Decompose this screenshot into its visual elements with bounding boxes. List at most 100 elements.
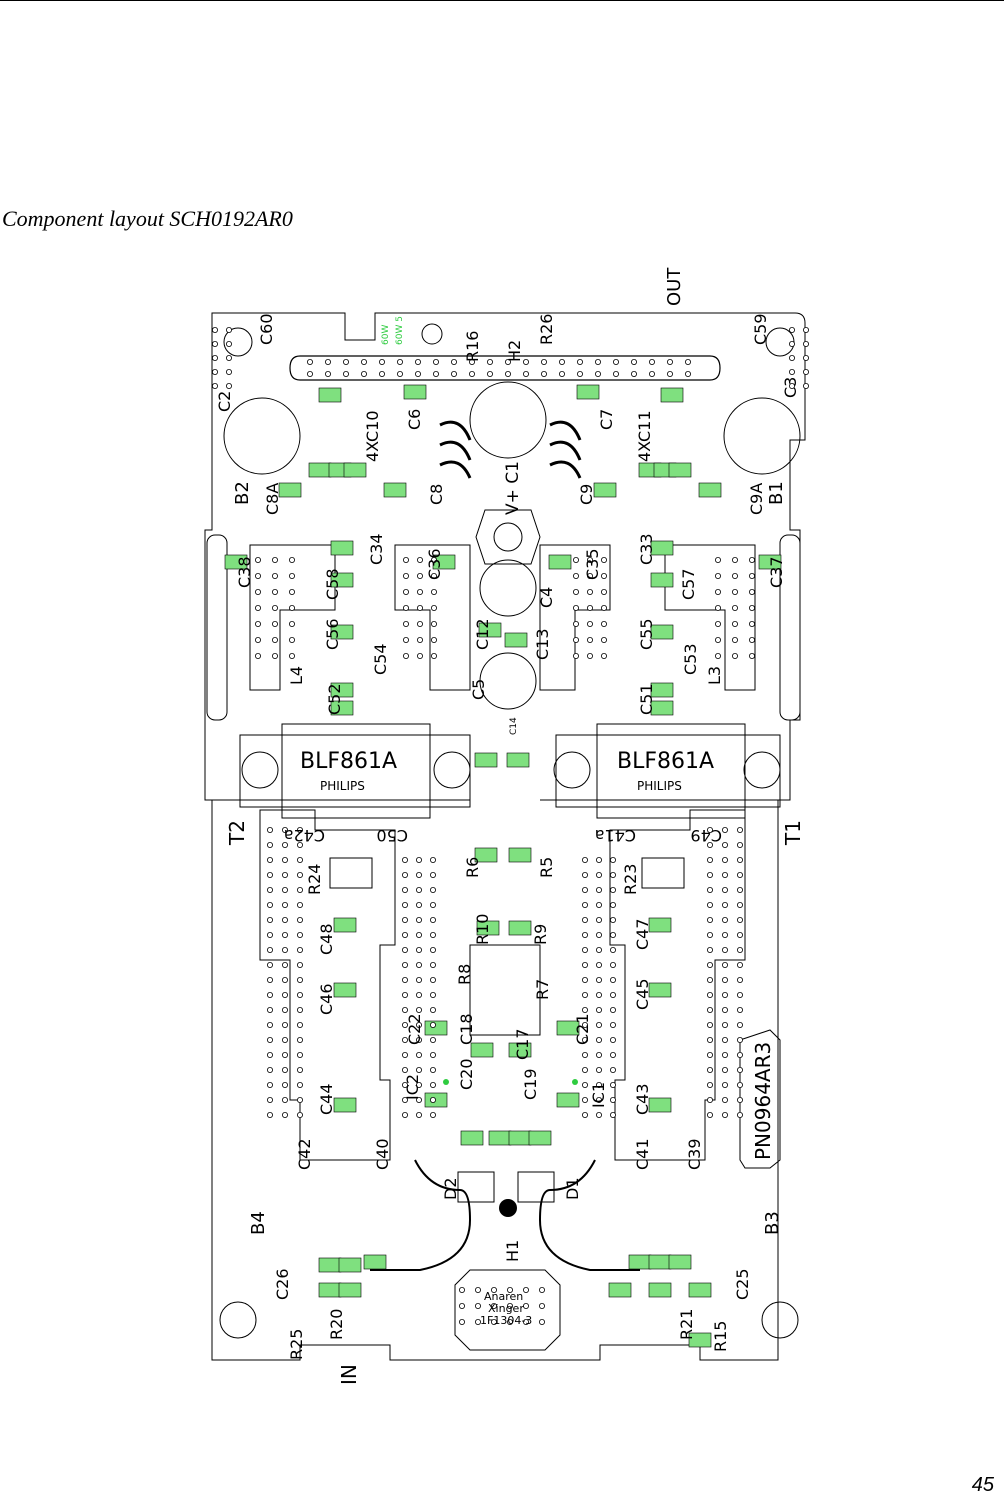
via (582, 1082, 589, 1089)
via (296, 887, 303, 894)
via (396, 358, 403, 365)
right-edge-strip (779, 534, 801, 721)
via (732, 589, 739, 596)
via (271, 653, 278, 660)
via (296, 842, 303, 849)
via (582, 1007, 589, 1014)
via (401, 992, 408, 999)
smd-pad (343, 462, 367, 478)
via (737, 1007, 744, 1014)
via (266, 947, 273, 954)
via (416, 605, 423, 612)
via (539, 1303, 546, 1310)
smd-pad (330, 700, 354, 716)
via (582, 1052, 589, 1059)
via (306, 370, 313, 377)
via (582, 902, 589, 909)
via (601, 589, 608, 596)
label-r7: R7 (533, 979, 552, 1000)
screw-t1-left (553, 751, 591, 789)
via (596, 857, 603, 864)
via (722, 887, 729, 894)
label-c11: 4XC11 (635, 410, 654, 462)
via (296, 1097, 303, 1104)
via (254, 557, 261, 564)
via (749, 589, 756, 596)
via (601, 573, 608, 580)
label-r10: R10 (473, 914, 492, 945)
via (631, 370, 638, 377)
label-c42: C42 (295, 1138, 314, 1170)
label-c39: C39 (685, 1138, 704, 1170)
label-ic2: IC2 (403, 1074, 422, 1100)
via (596, 1007, 603, 1014)
label-c21: C21 (573, 1013, 592, 1045)
via (504, 358, 511, 365)
via (486, 370, 493, 377)
via (415, 992, 422, 999)
via (414, 370, 421, 377)
via (429, 1037, 436, 1044)
via (803, 326, 810, 333)
label-c43: C43 (633, 1083, 652, 1115)
via (610, 932, 617, 939)
label-c51: C51 (637, 683, 656, 715)
via (722, 1067, 729, 1074)
label-c56: C56 (323, 618, 342, 650)
part-number-badge (739, 1029, 781, 1169)
via (582, 1067, 589, 1074)
via (225, 340, 232, 347)
via (296, 917, 303, 924)
via (573, 557, 580, 564)
via (722, 1037, 729, 1044)
via (281, 1052, 288, 1059)
via (722, 857, 729, 864)
via (715, 621, 722, 628)
via (415, 887, 422, 894)
label-c35: C35 (583, 548, 602, 580)
via (582, 1097, 589, 1104)
smd-pad (648, 917, 672, 933)
via (281, 887, 288, 894)
via (288, 605, 295, 612)
via (211, 326, 218, 333)
ic1-pin1-dot (572, 1079, 578, 1085)
via (378, 370, 385, 377)
via (596, 917, 603, 924)
via (415, 1082, 422, 1089)
smd-pad (660, 387, 684, 403)
via (415, 917, 422, 924)
via (582, 932, 589, 939)
smd-pad (333, 982, 357, 998)
via (429, 932, 436, 939)
smd-pad (648, 1254, 672, 1270)
via (416, 589, 423, 596)
screw-t2-left (241, 751, 279, 789)
via (429, 1082, 436, 1089)
smd-pad (506, 752, 530, 768)
via (707, 857, 714, 864)
via (281, 977, 288, 984)
via (601, 605, 608, 612)
diode-d2 (457, 1171, 495, 1203)
label-c41a: C41a (595, 826, 636, 845)
smd-pad (508, 847, 532, 863)
via (613, 358, 620, 365)
via (225, 382, 232, 389)
via (266, 977, 273, 984)
via (737, 962, 744, 969)
via (685, 358, 692, 365)
smd-pad (650, 624, 674, 640)
via (401, 917, 408, 924)
via (402, 653, 409, 660)
via (401, 1112, 408, 1119)
via (613, 370, 620, 377)
via (266, 887, 273, 894)
right-pour (609, 809, 746, 1161)
t1-maker: PHILIPS (637, 779, 682, 793)
via (490, 1319, 497, 1326)
via (737, 902, 744, 909)
via (715, 557, 722, 564)
smd-pad (668, 1254, 692, 1270)
label-c12: C12 (473, 618, 492, 650)
